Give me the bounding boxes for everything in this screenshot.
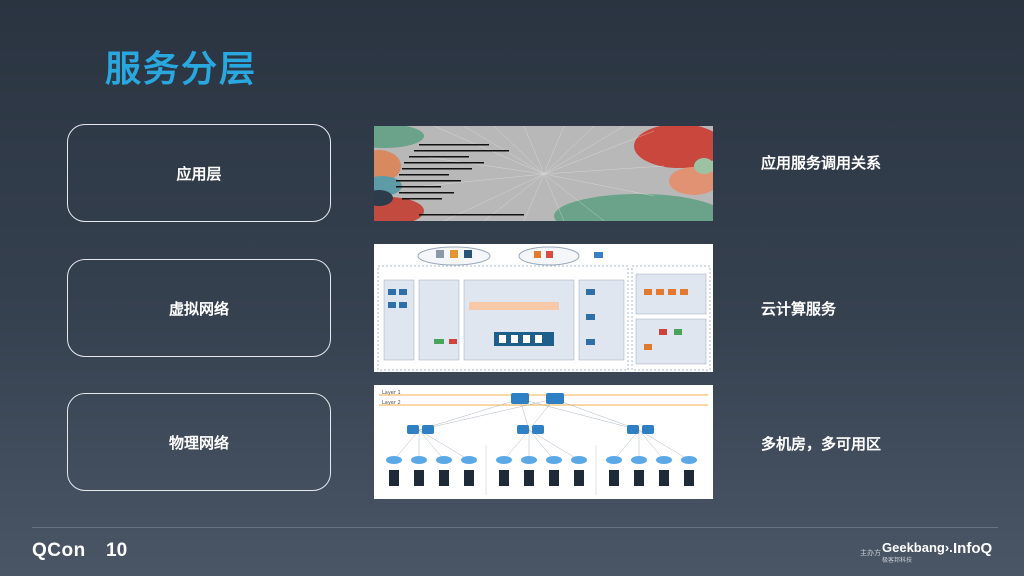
layer-box-virtual-network: 虚拟网络 bbox=[67, 259, 331, 357]
application-call-graph-image bbox=[374, 126, 713, 221]
layer-label: 物理网络 bbox=[168, 433, 229, 452]
layer1-label: Layer 1 bbox=[382, 390, 401, 396]
layer-description: 云计算服务 bbox=[761, 300, 837, 318]
infoq-logo: InfoQ bbox=[953, 540, 993, 557]
footer-divider bbox=[32, 527, 998, 528]
layer-label: 虚拟网络 bbox=[168, 299, 229, 318]
layer-description: 应用服务调用关系 bbox=[761, 154, 882, 172]
layer-description: 多机房，多可用区 bbox=[761, 435, 882, 453]
physical-network-topology-image: Layer 1 Layer 2 bbox=[374, 385, 713, 499]
layer-box-application: 应用层 bbox=[67, 124, 331, 222]
layer2-label: Layer 2 bbox=[382, 400, 401, 406]
geekbang-logo: Geekbang›. bbox=[882, 540, 953, 555]
layer-box-physical-network: 物理网络 bbox=[67, 393, 331, 491]
layer-label: 应用层 bbox=[176, 164, 222, 183]
cloud-architecture-diagram-image bbox=[374, 244, 713, 372]
qcon-10-logo: 10 bbox=[106, 540, 128, 561]
geekbang-sub: 极客邦科技 bbox=[882, 557, 913, 564]
slide-title: 服务分层 bbox=[105, 49, 258, 90]
qcon-logo: QCon bbox=[32, 540, 86, 561]
sponsor-label: 主办方 bbox=[860, 549, 881, 557]
